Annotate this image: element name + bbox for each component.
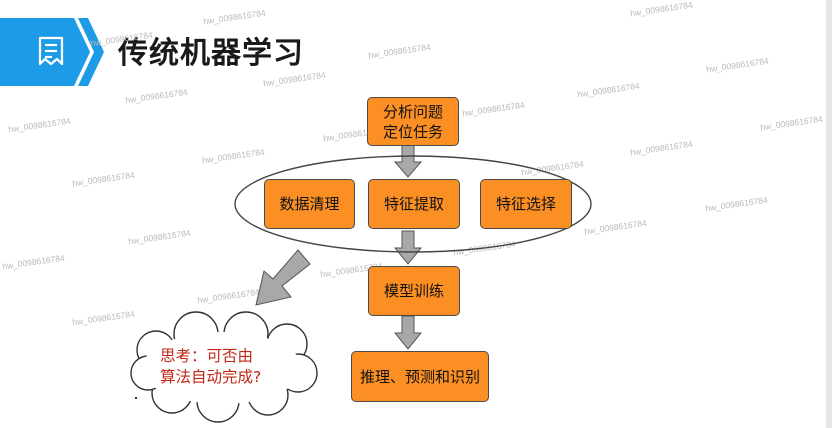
thought-line2: 算法自动完成? xyxy=(160,368,262,386)
down-arrow xyxy=(393,144,423,178)
ribbon-accent-chevron xyxy=(78,18,104,86)
diagonal-arrow xyxy=(255,249,311,306)
down-arrow xyxy=(393,230,423,265)
feature-group-ellipse xyxy=(234,155,592,253)
step-feature-selection: 特征选择 xyxy=(480,179,572,229)
mouse-cursor-dot xyxy=(135,397,137,399)
down-arrow xyxy=(393,315,423,350)
header-ribbon xyxy=(0,18,104,86)
page-title: 传统机器学习 xyxy=(118,36,304,71)
thought-line1: 思考：可否由 xyxy=(160,347,254,365)
step-inference: 推理、预测和识别 xyxy=(351,351,489,402)
document-list-icon xyxy=(38,36,64,66)
step-analyze-problem: 分析问题 定位任务 xyxy=(367,97,459,146)
thought-text: 思考：可否由 算法自动完成? xyxy=(160,346,310,388)
step-analyze-line1: 分析问题 xyxy=(382,102,443,121)
right-edge-bar xyxy=(826,0,832,428)
step-feature-extraction: 特征提取 xyxy=(368,179,460,229)
step-data-cleaning: 数据清理 xyxy=(264,179,355,229)
step-analyze-line2: 定位任务 xyxy=(382,122,443,141)
step-model-training: 模型训练 xyxy=(368,266,460,316)
